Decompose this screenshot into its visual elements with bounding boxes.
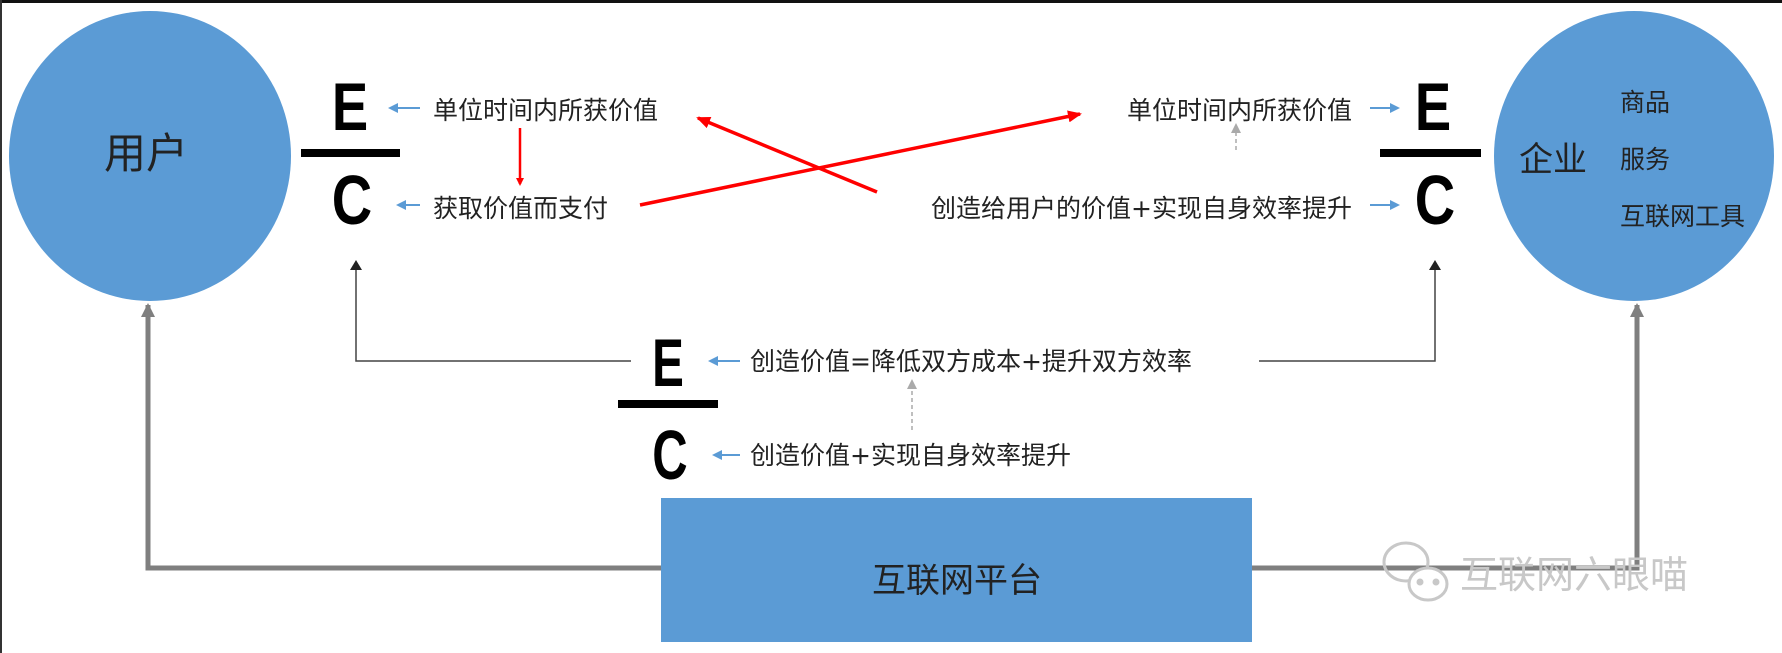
- platform-e-to-enterprise-c-arrow: [1259, 260, 1441, 362]
- c-letter: C: [652, 415, 687, 494]
- platform-e-to-user-c-arrow: [350, 260, 631, 362]
- e-letter: E: [652, 326, 684, 401]
- user-node-label: 用户: [104, 129, 188, 178]
- enterprise-c-text: 创造给用户的价值+实现自身效率提升: [931, 194, 1352, 223]
- enterprise-item: 互联网工具: [1620, 202, 1745, 231]
- user-ec-fraction: E C: [301, 69, 400, 239]
- red-cross-arrow-to-user: [696, 116, 878, 194]
- red-cross-arrow-to-enterprise: [639, 110, 1082, 207]
- watermark-text: 互联网六眼喵: [1460, 553, 1688, 597]
- c-letter: C: [1415, 162, 1455, 239]
- enterprise-node-label: 企业: [1519, 140, 1587, 180]
- enterprise-ec-fraction: E C: [1380, 69, 1481, 239]
- enterprise-node: [1494, 11, 1774, 301]
- platform-node-label: 互联网平台: [872, 561, 1042, 601]
- fraction-bar: [618, 400, 718, 408]
- platform-ec-fraction: E C: [618, 326, 718, 494]
- wechat-icon: [1382, 541, 1449, 602]
- c-letter: C: [332, 162, 372, 239]
- enterprise-item: 服务: [1620, 145, 1670, 174]
- platform-node: [661, 498, 1252, 642]
- left-border: [0, 0, 2, 653]
- e-letter: E: [332, 69, 368, 145]
- enterprise-item: 商品: [1620, 88, 1670, 117]
- user-c-text: 获取价值而支付: [433, 194, 608, 223]
- user-node: [9, 11, 291, 301]
- user-e-text: 单位时间内所获价值: [433, 96, 658, 125]
- platform-to-enterprise-arrow: [1252, 303, 1644, 571]
- top-border: [0, 0, 1782, 3]
- platform-e-text: 创造价值=降低双方成本+提升双方效率: [750, 347, 1192, 376]
- fraction-bar: [1380, 149, 1481, 157]
- platform-to-user-arrow: [141, 303, 661, 571]
- e-letter: E: [1415, 69, 1451, 145]
- fraction-bar: [301, 149, 400, 157]
- enterprise-e-text: 单位时间内所获价值: [1127, 96, 1352, 125]
- platform-c-text: 创造价值+实现自身效率提升: [750, 441, 1071, 470]
